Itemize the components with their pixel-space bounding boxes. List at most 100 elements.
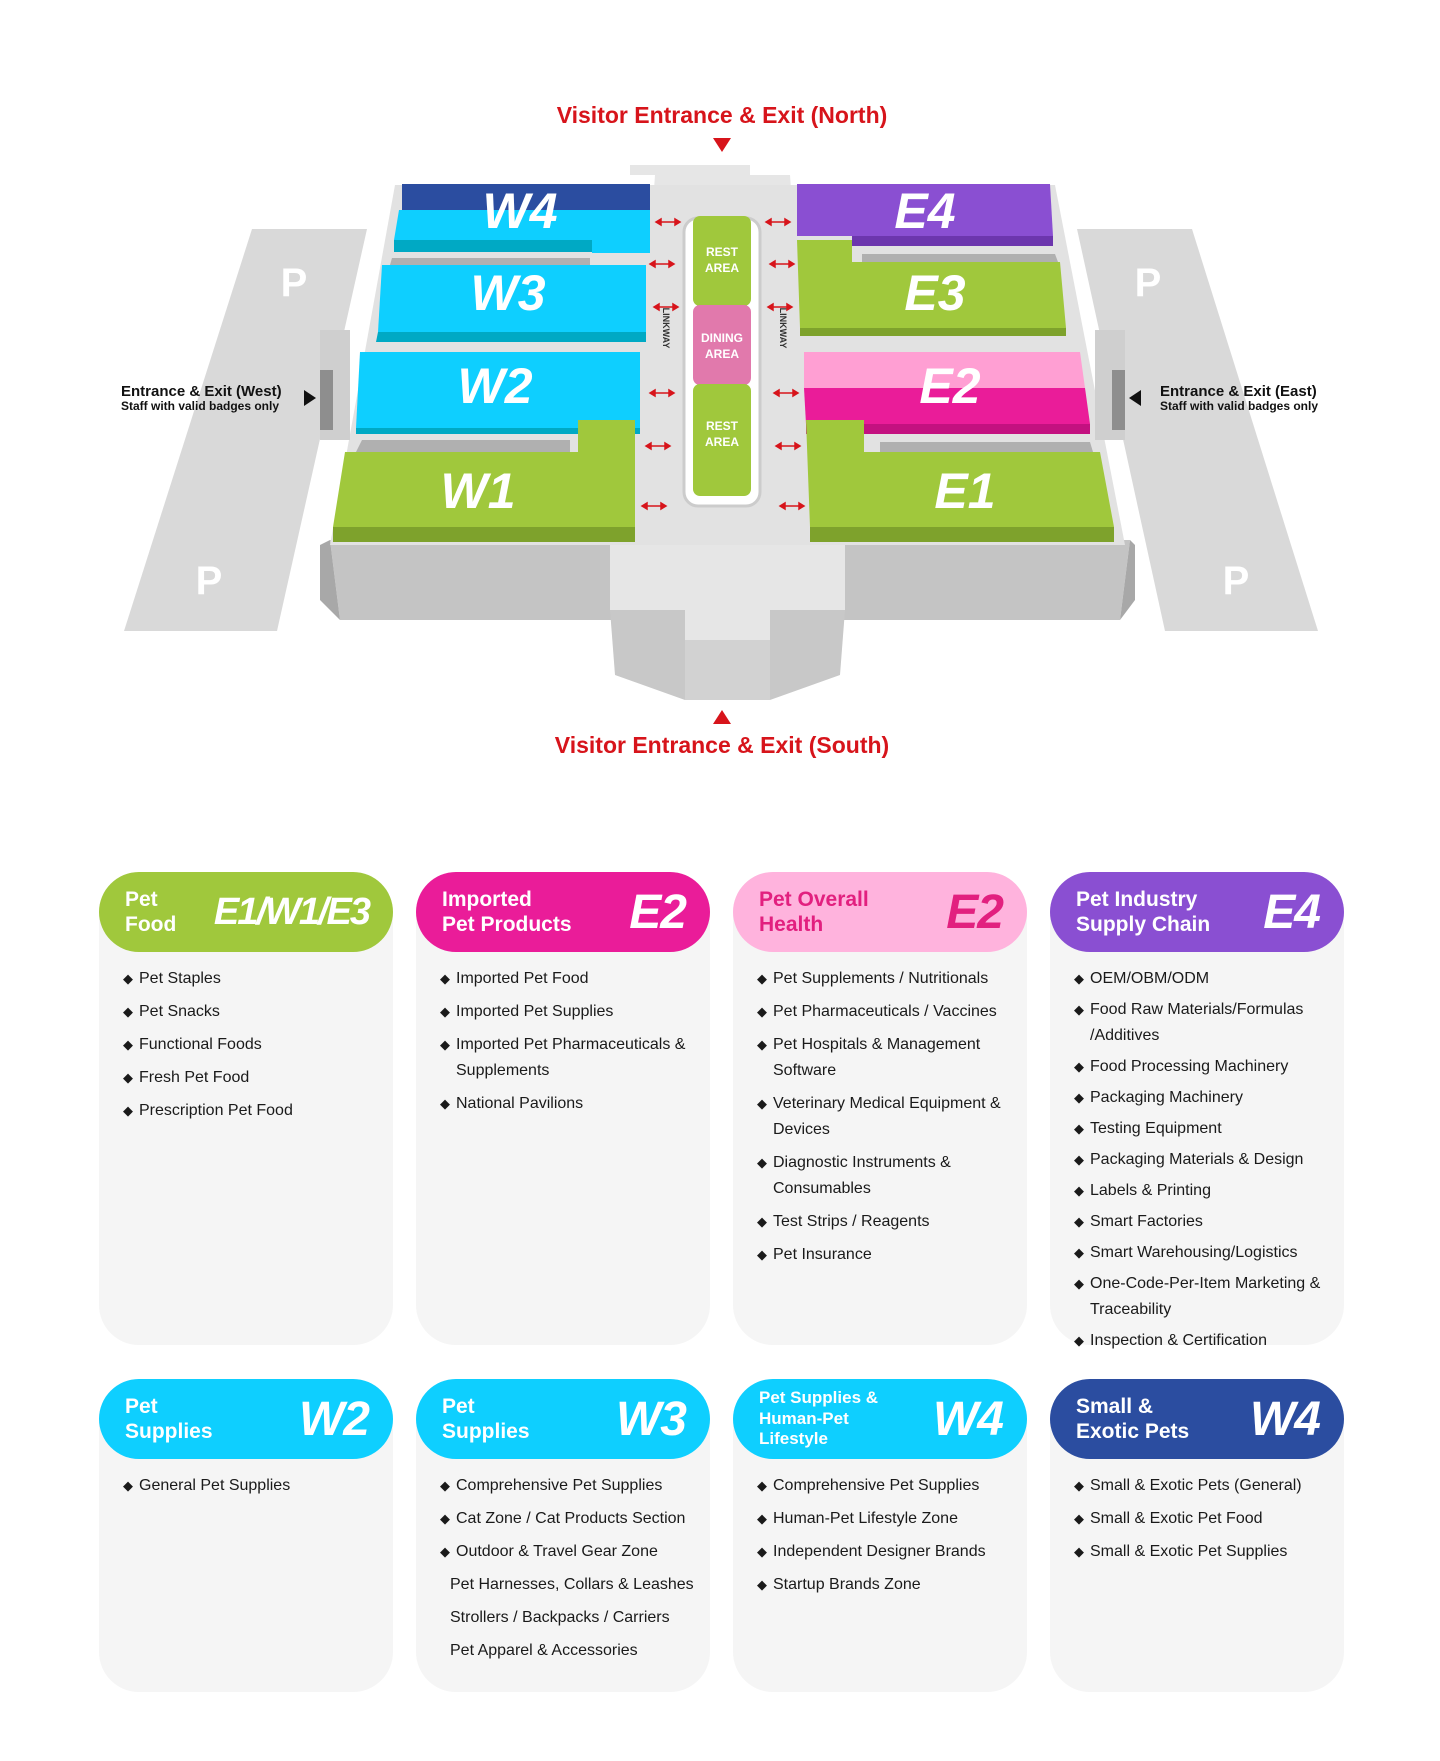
diamond-bullet-icon: ◆ xyxy=(757,1004,767,1019)
card-item: ◆Pet Snacks xyxy=(123,999,377,1025)
east-entrance-note: Staff with valid badges only xyxy=(1160,399,1318,413)
card-item: ◆Small & Exotic Pets (General) xyxy=(1074,1473,1328,1499)
card-hall-code: W2 xyxy=(299,1392,370,1446)
connector-arrow-icon xyxy=(774,441,802,451)
card-title-line: Pet Overall xyxy=(759,887,869,911)
parking-east xyxy=(1077,229,1318,631)
hall-w4-label: W4 xyxy=(483,183,558,239)
connector-arrows xyxy=(640,217,806,511)
diamond-bullet-icon: ◆ xyxy=(1074,1121,1084,1136)
card-item: ◆Diagnostic Instruments & Consumables xyxy=(757,1150,1011,1202)
diamond-bullet-icon: ◆ xyxy=(757,1037,767,1052)
card-item: ◆ Pet Pharmaceuticals / Vaccines xyxy=(757,999,1011,1025)
rest-area-1-label-b: AREA xyxy=(705,261,739,275)
diamond-bullet-icon: ◆ xyxy=(1074,1152,1084,1167)
hall-e4 xyxy=(797,184,1053,236)
diamond-bullet-icon: ◆ xyxy=(440,1544,450,1559)
diamond-bullet-icon: ◆ xyxy=(440,1037,450,1052)
card-item: ◆Small & Exotic Pet Supplies xyxy=(1074,1539,1328,1565)
card-item: ◆Pet Hospitals & Management Software xyxy=(757,1032,1011,1084)
card-item: ◆ Startup Brands Zone xyxy=(757,1572,1011,1598)
card-item: ◆One-Code-Per-Item Marketing & Traceabil… xyxy=(1074,1271,1328,1323)
card-title-line: Lifestyle xyxy=(759,1429,828,1449)
hall-w2 xyxy=(356,352,640,428)
rest-area-2 xyxy=(693,384,751,496)
diamond-bullet-icon: ◆ xyxy=(757,971,767,986)
diamond-bullet-icon: ◆ xyxy=(757,1544,767,1559)
connector-arrow-icon xyxy=(768,259,796,269)
connector-arrow-icon xyxy=(778,501,806,511)
card-item-text: Independent Designer Brands xyxy=(773,1543,986,1560)
card-item-text: Packaging Materials & Design xyxy=(1090,1151,1304,1168)
card-item-text: OEM/OBM/ODM xyxy=(1090,970,1210,987)
card-item-text: Food Processing Machinery xyxy=(1090,1058,1289,1075)
diamond-bullet-icon: ◆ xyxy=(123,1037,133,1052)
card-item-text: Imported Pet Pharmaceuticals & Supplemen… xyxy=(456,1036,686,1079)
card-item-text: Prescription Pet Food xyxy=(139,1102,293,1119)
diamond-bullet-icon: ◆ xyxy=(1074,971,1084,986)
hall-w1 xyxy=(333,420,635,527)
connector-arrow-icon xyxy=(648,259,676,269)
card-title-line: Supplies xyxy=(125,1420,213,1443)
card-item-text: Cat Zone / Cat Products Section xyxy=(456,1510,686,1527)
card-title-line: Food xyxy=(125,913,177,936)
north-arrow-icon xyxy=(713,138,731,152)
card-item-text: Smart Warehousing/Logistics xyxy=(1090,1244,1298,1261)
dining-area xyxy=(693,305,751,385)
card-item-text: Outdoor & Travel Gear Zone xyxy=(456,1543,658,1560)
diamond-bullet-icon: ◆ xyxy=(1074,1276,1084,1291)
diamond-bullet-icon: ◆ xyxy=(1074,1059,1084,1074)
dining-area-label-a: DINING xyxy=(701,331,743,345)
card-title: Small &Exotic Pets xyxy=(1076,1394,1226,1444)
hall-e2-label: E2 xyxy=(919,358,980,414)
card-title-line: Supply Chain xyxy=(1076,913,1211,936)
parking-west xyxy=(124,229,367,631)
card-title-line: Health xyxy=(759,913,824,936)
diamond-bullet-icon: ◆ xyxy=(1074,1245,1084,1260)
card-item: ◆ Imported Pet Pharmaceuticals & Suppleme… xyxy=(440,1032,694,1084)
card-item-text: Pet Pharmaceuticals / Vaccines xyxy=(773,1003,997,1020)
diamond-bullet-icon: ◆ xyxy=(757,1478,767,1493)
card-title-line: Pet Supplies & xyxy=(759,1388,879,1408)
diamond-bullet-icon: ◆ xyxy=(757,1247,767,1262)
card-item: ◆General Pet Supplies xyxy=(123,1473,377,1499)
diamond-bullet-icon: ◆ xyxy=(757,1577,767,1592)
diamond-bullet-icon: ◆ xyxy=(123,971,133,986)
card-item-text: Pet Staples xyxy=(139,970,221,987)
card-item-text: Functional Foods xyxy=(139,1036,262,1053)
card-item: ◆Testing Equipment xyxy=(1074,1116,1328,1142)
diamond-bullet-icon: ◆ xyxy=(123,1004,133,1019)
diamond-bullet-icon: ◆ xyxy=(1074,1478,1084,1493)
card-item-text: Startup Brands Zone xyxy=(773,1576,921,1593)
diamond-bullet-icon: ◆ xyxy=(1074,1002,1084,1017)
card-sub-item: Strollers / Backpacks / Carriers xyxy=(450,1609,670,1626)
card-item: ◆Veterinary Medical Equipment & Devices xyxy=(757,1091,1011,1143)
card-item: ◆Comprehensive Pet Supplies xyxy=(757,1473,1011,1499)
south-entrance-label: Visitor Entrance & Exit (South) xyxy=(555,732,889,758)
card-title-line: Supplies xyxy=(442,1420,530,1443)
diamond-bullet-icon: ◆ xyxy=(440,971,450,986)
card-item: ◆Smart Factories xyxy=(1074,1209,1328,1235)
card-item: ◆ Functional Foods xyxy=(123,1032,377,1058)
parking-label-nw: P xyxy=(281,261,308,305)
connector-arrow-icon xyxy=(654,217,682,227)
diamond-bullet-icon: ◆ xyxy=(440,1004,450,1019)
hall-e1-label: E1 xyxy=(934,463,995,519)
diamond-bullet-icon: ◆ xyxy=(1074,1333,1084,1348)
card-title-line: Exotic Pets xyxy=(1076,1420,1190,1443)
hall-w1-label: W1 xyxy=(441,463,516,519)
card-item-list: ◆General Pet Supplies xyxy=(99,1459,393,1499)
hall-e2-top xyxy=(804,352,1085,388)
